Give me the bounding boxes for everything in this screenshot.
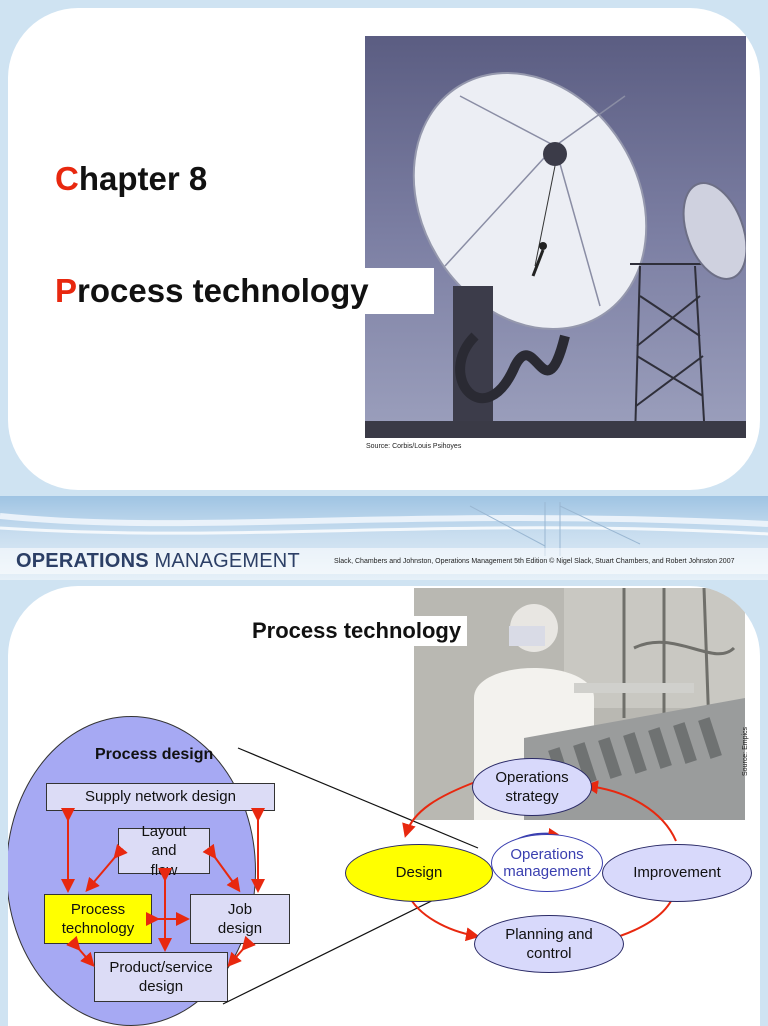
laboratory-photo (414, 588, 745, 820)
planning-and-control-node: Planning and control (474, 915, 624, 973)
operations-management-node: Operations management (491, 834, 603, 892)
chapter-title: Chapter 8 (55, 160, 208, 197)
process-technology-title: Process technology (55, 272, 369, 309)
job-design-box: Job design (190, 894, 290, 944)
banner-strip (0, 548, 768, 574)
satellite-dish-photo (365, 36, 746, 438)
photo-caption: Source: Corbis/Louis Psihoyes (366, 443, 462, 450)
process-design-heading: Process design (95, 746, 214, 763)
product-service-design-box: Product/service design (94, 952, 228, 1002)
copyright-credit: Slack, Chambers and Johnston, Operations… (334, 558, 735, 565)
design-node: Design (345, 844, 493, 902)
process-technology-slide: Source: Empics Process technology Proces… (8, 586, 760, 1026)
operations-management-banner: OPERATIONS MANAGEMENT Slack, Chambers an… (0, 496, 768, 580)
process-technology-box: Process technology (44, 894, 152, 944)
supply-network-design-box: Supply network design (46, 783, 275, 811)
title-slide: Chapter 8 (8, 8, 760, 490)
slide-title: Process technology (246, 616, 468, 646)
improvement-node: Improvement (602, 844, 752, 902)
layout-and-flow-box: Layout and flow (118, 823, 210, 879)
operations-management-logo: OPERATIONS MANAGEMENT (16, 550, 300, 572)
operations-strategy-node: Operations strategy (472, 758, 592, 816)
